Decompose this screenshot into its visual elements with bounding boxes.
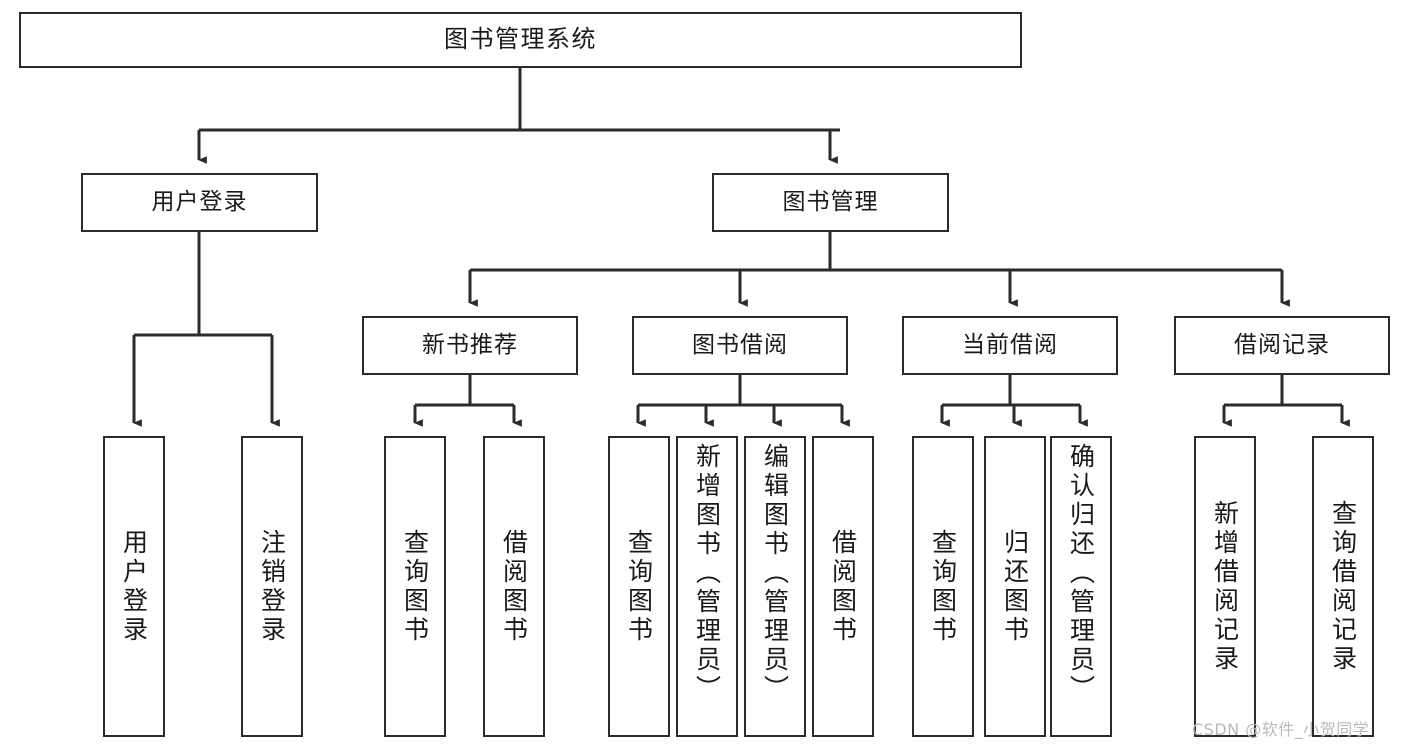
node-label: 编辑图书（管理员）: [760, 443, 790, 704]
node-leaf-confirm-return-admin[interactable]: 确认归还（管理员）: [1050, 436, 1112, 737]
node-borrowing-records[interactable]: 借阅记录: [1174, 316, 1390, 375]
node-leaf-query-books-borrow[interactable]: 查询图书: [608, 436, 670, 737]
node-label: 新增借阅记录: [1210, 499, 1240, 674]
node-leaf-query-books-current[interactable]: 查询图书: [912, 436, 974, 737]
node-book-management[interactable]: 图书管理: [712, 173, 949, 232]
node-label: 借阅图书: [499, 528, 529, 645]
node-current-borrowing[interactable]: 当前借阅: [902, 316, 1118, 375]
node-leaf-logout[interactable]: 注销登录: [241, 436, 303, 737]
node-book-borrowing[interactable]: 图书借阅: [632, 316, 848, 375]
node-label: 图书管理: [782, 189, 879, 216]
node-leaf-query-borrow-record[interactable]: 查询借阅记录: [1312, 436, 1374, 737]
node-leaf-return-books[interactable]: 归还图书: [984, 436, 1046, 737]
node-label: 图书借阅: [692, 332, 788, 359]
node-leaf-add-book-admin[interactable]: 新增图书（管理员）: [676, 436, 738, 737]
node-label: 注销登录: [257, 528, 287, 645]
node-label: 当前借阅: [962, 332, 1058, 359]
node-label: 查询图书: [400, 528, 430, 645]
node-label: 归还图书: [1000, 528, 1030, 645]
node-label: 查询图书: [928, 528, 958, 645]
watermark: CSDN @软件_小贺同学: [1192, 720, 1370, 739]
node-label: 图书管理系统: [444, 25, 597, 54]
node-label: 用户登录: [151, 189, 248, 216]
node-user-login[interactable]: 用户登录: [81, 173, 318, 232]
node-label: 新增图书（管理员）: [692, 443, 722, 704]
node-label: 借阅图书: [828, 528, 858, 645]
node-label: 查询图书: [624, 528, 654, 645]
node-leaf-borrow-books-new[interactable]: 借阅图书: [483, 436, 545, 737]
node-label: 查询借阅记录: [1328, 499, 1358, 674]
node-label: 新书推荐: [422, 332, 518, 359]
node-root-book-management-system[interactable]: 图书管理系统: [19, 12, 1022, 68]
node-leaf-borrow-books[interactable]: 借阅图书: [812, 436, 874, 737]
node-leaf-user-login[interactable]: 用户登录: [103, 436, 165, 737]
node-leaf-query-books-new[interactable]: 查询图书: [384, 436, 446, 737]
node-new-book-recommendation[interactable]: 新书推荐: [362, 316, 578, 375]
node-label: 确认归还（管理员）: [1066, 443, 1096, 704]
node-leaf-edit-book-admin[interactable]: 编辑图书（管理员）: [744, 436, 806, 737]
node-label: 用户登录: [119, 528, 149, 645]
node-leaf-add-borrow-record[interactable]: 新增借阅记录: [1194, 436, 1256, 737]
node-label: 借阅记录: [1234, 332, 1330, 359]
